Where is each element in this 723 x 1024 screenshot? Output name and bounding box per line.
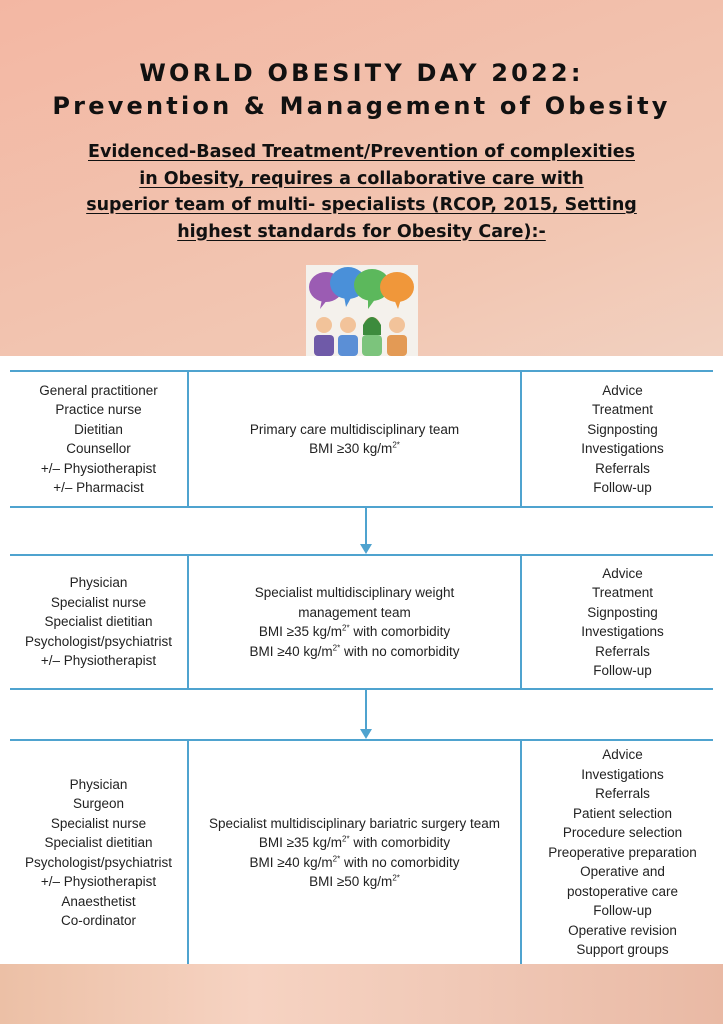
bmi-criterion: BMI ≥50 kg/m2* [309,873,400,889]
column-divider [520,370,522,508]
team-name: Specialist multidisciplinary weight [254,585,455,600]
list-item: Follow-up [593,663,652,678]
list-item: +/– Physiotherapist [40,874,157,889]
tier2-staff-list: Physician Specialist nurse Specialist di… [10,556,187,688]
bmi-criterion: BMI ≥30 kg/m2* [309,440,400,456]
list-item: Specialist dietitian [44,835,153,850]
list-item: Advice [602,382,643,398]
list-item: Referrals [595,786,650,802]
down-arrow-icon [360,690,372,739]
intro-line: in Obesity, requires a collaborative car… [139,168,584,189]
list-item: Follow-up [593,903,652,919]
down-arrow-icon [360,508,372,554]
list-item: Specialist nurse [50,594,147,610]
list-item: Advice [602,565,643,581]
list-item: Investigations [581,624,664,639]
column-divider [520,739,522,964]
list-item: Procedure selection [562,825,683,841]
list-item: Surgeon [72,796,125,811]
list-item: Dietitian [74,421,123,437]
list-item: Counsellor [66,441,131,456]
list-item: Operative revision [568,922,677,938]
list-item: General practitioner [39,382,158,398]
page-title: WORLD OBESITY DAY 2022: [139,59,584,87]
column-divider [187,739,189,964]
list-item: Signposting [587,421,658,437]
tier3-services-list: Advice Investigations Referrals Patient … [522,741,723,964]
footer-band [0,964,723,1024]
tier1-services-list: Advice Treatment Signposting Investigati… [522,372,723,506]
header: WORLD OBESITY DAY 2022: Prevention & Man… [0,0,723,356]
list-item: Operative and [580,864,665,880]
speech-bubbles-team-icon [306,265,418,356]
list-item: Support groups [576,942,669,958]
tier-border [10,554,713,556]
column-divider [520,554,522,690]
column-divider [187,370,189,508]
list-item: Physician [69,575,128,591]
list-item: postoperative care [566,883,679,899]
team-name: Specialist multidisciplinary bariatric s… [208,815,501,831]
tier-border [10,506,713,508]
list-item: Psychologist/psychiatrist [24,633,173,649]
bmi-criterion: BMI ≥40 kg/m2* with no comorbidity [249,643,460,659]
bmi-criterion: BMI ≥40 kg/m2* with no comorbidity [249,854,460,870]
list-item: Investigations [581,441,664,456]
list-item: Advice [602,747,643,763]
intro-text: Evidenced-Based Treatment/Prevention of … [0,139,723,245]
tier-border [10,739,713,741]
tier-border [10,370,713,372]
tier2-team: Specialist multidisciplinary weight mana… [189,556,520,688]
list-item: Anaesthetist [61,893,136,909]
list-item: Treatment [591,585,654,600]
list-item: +/– Physiotherapist [40,653,157,669]
tier-border [10,688,713,690]
list-item: +/– Physiotherapist [40,460,157,476]
care-pathway-diagram: General practitioner Practice nurse Diet… [0,356,723,964]
tier1-staff-list: General practitioner Practice nurse Diet… [10,372,187,506]
team-name: management team [298,604,411,620]
bmi-criterion: BMI ≥35 kg/m2* with comorbidity [258,623,451,639]
tier3-team: Specialist multidisciplinary bariatric s… [189,741,520,964]
list-item: Psychologist/psychiatrist [24,854,173,870]
intro-line: Evidenced-Based Treatment/Prevention of … [88,142,635,162]
list-item: Referrals [595,643,650,659]
tier3-staff-list: Physician Surgeon Specialist nurse Speci… [10,741,187,964]
team-name: Primary care multidisciplinary team [249,421,460,437]
list-item: Signposting [587,604,658,620]
list-item: Physician [69,776,128,792]
page-subtitle: Prevention & Management of Obesity [52,92,671,120]
list-item: Follow-up [593,480,652,495]
list-item: Practice nurse [55,402,142,417]
list-item: Patient selection [572,805,673,821]
column-divider [187,554,189,690]
list-item: Treatment [591,402,654,417]
bmi-criterion: BMI ≥35 kg/m2* with comorbidity [258,834,451,850]
tier1-team: Primary care multidisciplinary team BMI … [189,372,520,506]
tier2-services-list: Advice Treatment Signposting Investigati… [522,556,723,688]
list-item: Preoperative preparation [548,844,697,860]
list-item: Co-ordinator [60,913,137,928]
list-item: Specialist nurse [50,815,147,831]
list-item: +/– Pharmacist [53,480,144,495]
list-item: Referrals [595,460,650,476]
list-item: Investigations [581,766,664,782]
intro-line: superior team of multi- specialists (RCO… [86,195,637,215]
intro-line: highest standards for Obesity Care):- [177,221,546,242]
list-item: Specialist dietitian [44,614,153,630]
